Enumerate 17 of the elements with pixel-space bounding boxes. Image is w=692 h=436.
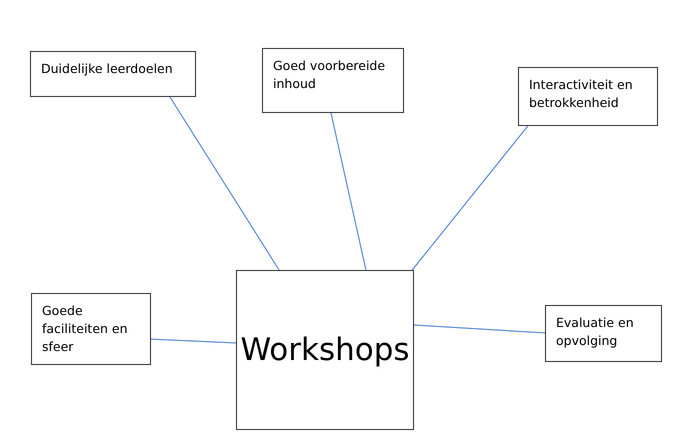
topic-text: Interactiviteit en betrokkenheid — [529, 77, 633, 110]
topic-text: Goede faciliteiten en sfeer — [42, 303, 128, 354]
connector-line — [169, 96, 280, 270]
connector-line — [412, 126, 528, 270]
central-topic-text: Workshops — [240, 330, 410, 370]
connector-line — [414, 324, 546, 334]
topic-box — [31, 293, 151, 365]
topic-box — [545, 305, 662, 362]
topic-text: Evaluatie en opvolging — [556, 315, 634, 348]
topic-box — [262, 48, 404, 113]
topic-box — [518, 67, 658, 126]
topic-box — [30, 51, 196, 97]
connector-line — [330, 112, 366, 270]
topic-text: Goed voorbereide inhoud — [273, 58, 386, 92]
central-topic-box — [236, 270, 414, 430]
connector-line — [150, 338, 236, 344]
topic-text: Duidelijke leerdoelen — [41, 61, 173, 76]
